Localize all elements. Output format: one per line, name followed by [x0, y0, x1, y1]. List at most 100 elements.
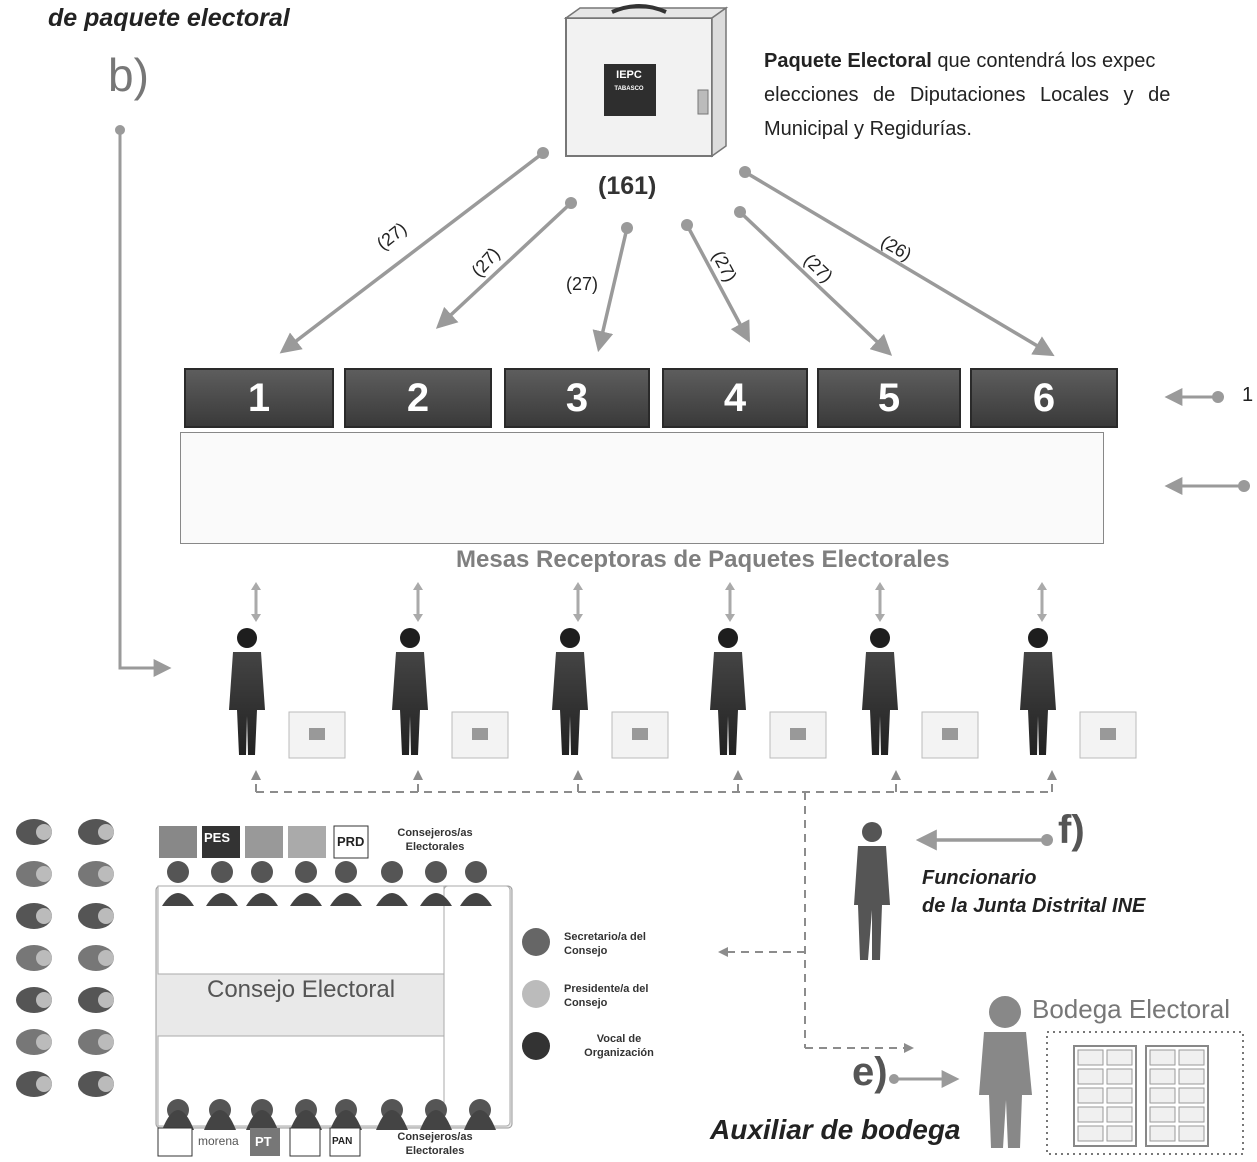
auxiliar-bodega-figure	[979, 996, 1032, 1148]
double-arrow	[725, 582, 735, 622]
consejo-member-bottom	[162, 1099, 194, 1130]
auxiliar-label: Auxiliar de bodega	[710, 1114, 961, 1145]
consejo-member-top	[162, 861, 194, 906]
double-arrow	[875, 582, 885, 622]
audience-person	[16, 819, 52, 845]
package-logo: IEPC TABASCO	[606, 68, 652, 96]
mesas-caption: Mesas Receptoras de Paquetes Electorales	[456, 546, 950, 573]
party-prd: PRD	[337, 834, 365, 849]
consejo-table	[155, 885, 513, 1129]
consejo-member-bottom	[376, 1099, 408, 1130]
double-arrow	[413, 582, 423, 622]
audience-person	[78, 945, 114, 971]
consejo-member-bottom	[204, 1099, 236, 1130]
courier-with-package	[1020, 628, 1137, 759]
courier-with-package	[862, 628, 979, 759]
audience-person	[78, 903, 114, 929]
bodega-title: Bodega Electoral	[1032, 994, 1231, 1024]
double-arrow	[573, 582, 583, 622]
audience-person	[78, 1071, 114, 1097]
mesa-1: 1	[184, 368, 334, 428]
consejeros-top-label: Consejeros/as Electorales	[397, 827, 473, 853]
audience-person	[78, 987, 114, 1013]
dashed-routes	[251, 770, 1057, 1053]
consejo-title: Consejo Electoral	[207, 976, 396, 1003]
letter-e: e)	[852, 1050, 888, 1094]
letter-f: f)	[1058, 808, 1085, 852]
party-pes: PES	[204, 830, 231, 845]
mesa-staff-panel	[180, 432, 1104, 544]
package-description-rest: que contendrá los expec	[931, 50, 1156, 72]
arrow-count-3: (27)	[566, 274, 599, 294]
consejo-member-top	[246, 861, 278, 906]
package-description-line3: Municipal y Regidurías.	[764, 118, 972, 140]
party-pan: PAN	[332, 1136, 353, 1147]
party-pt: PT	[255, 1134, 272, 1149]
consejo-member-bottom	[290, 1099, 322, 1130]
courier-with-package	[552, 628, 669, 759]
mesa-3: 3	[504, 368, 650, 428]
mesa-4: 4	[662, 368, 808, 428]
consejo-member-bottom	[420, 1099, 452, 1130]
bodega-storage	[1046, 1031, 1244, 1155]
audience-person	[16, 1029, 52, 1055]
double-arrow	[251, 582, 261, 622]
package-total-count: (161)	[598, 172, 657, 200]
funcionario-line2: de la Junta Distrital INE	[922, 895, 1146, 917]
package-logo-top: IEPC	[616, 69, 642, 81]
courier-with-package	[710, 628, 827, 759]
audience-seats	[16, 819, 114, 1097]
consejo-member-top	[206, 861, 238, 906]
right-arrows	[1164, 388, 1250, 495]
consejo-members	[162, 861, 496, 1130]
audience-person	[16, 903, 52, 929]
audience-person	[16, 1071, 52, 1097]
mesas-right-label: 1	[1242, 384, 1254, 406]
connector-b	[115, 125, 172, 677]
courier-with-package	[229, 628, 346, 759]
connector-e	[889, 1070, 960, 1088]
mesa-6: 6	[970, 368, 1118, 428]
consejo-member-top	[290, 861, 322, 906]
party-morena: morena	[198, 1134, 239, 1148]
double-arrow	[1037, 582, 1047, 622]
electoral-package-icon	[563, 4, 729, 158]
consejo-officials	[522, 928, 550, 1060]
party-logos-bottom	[157, 1127, 361, 1157]
distribution-arrows	[279, 147, 1055, 357]
audience-person	[16, 945, 52, 971]
mesa-2: 2	[344, 368, 492, 428]
audience-person	[16, 861, 52, 887]
audience-person	[78, 861, 114, 887]
consejo-member-top	[420, 861, 452, 906]
secretario-label: Secretario/a del Consejo	[564, 931, 646, 957]
mesa-5: 5	[817, 368, 961, 428]
audience-person	[78, 819, 114, 845]
consejo-member-top	[376, 861, 408, 906]
package-description: Paquete Electoral que contendrá los expe…	[764, 44, 1257, 146]
presidente-label: Presidente/a del Consejo	[564, 983, 649, 1009]
vocal-label: Vocal de Organización	[584, 1033, 654, 1059]
package-logo-bottom: TABASCO	[614, 86, 644, 92]
party-logos-top	[159, 825, 369, 859]
audience-person	[78, 1029, 114, 1055]
funcionario-ine-figure	[854, 822, 890, 960]
letter-b: b)	[108, 49, 149, 101]
package-description-line2: elecciones de Diputaciones Locales y de	[764, 84, 1171, 106]
audience-person	[16, 987, 52, 1013]
consejo-member-top	[330, 861, 362, 906]
consejo-member-bottom	[464, 1099, 496, 1130]
mesa-courier-arrows	[251, 582, 1047, 622]
consejo-member-bottom	[246, 1099, 278, 1130]
consejo-member-bottom	[330, 1099, 362, 1130]
funcionario-label: Funcionario de la Junta Distrital INE	[922, 864, 1145, 920]
courier-with-package	[392, 628, 509, 759]
funcionario-line1: Funcionario	[922, 867, 1037, 889]
consejo-member-top	[460, 861, 492, 906]
connector-f	[915, 829, 1053, 851]
courier-row	[229, 628, 1137, 759]
header-title-fragment: de paquete electoral	[48, 4, 290, 32]
consejeros-bottom-label: Consejeros/as Electorales	[397, 1131, 473, 1157]
package-description-bold: Paquete Electoral	[764, 50, 932, 72]
